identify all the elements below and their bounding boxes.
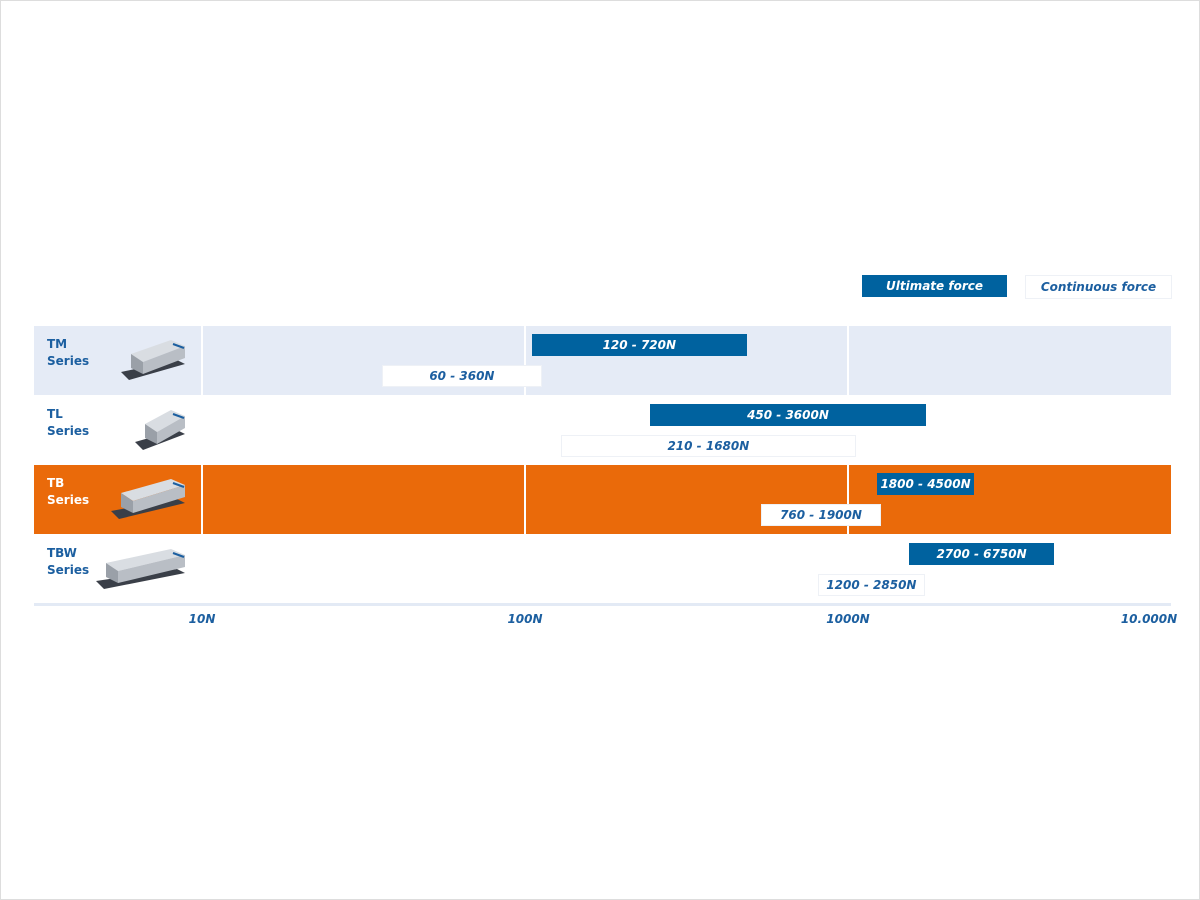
- continuous-force-bar-tm: 60 - 360N: [381, 365, 543, 387]
- legend-continuous-force: Continuous force: [1025, 275, 1172, 299]
- ultimate-force-bar-tl: 450 - 3600N: [650, 404, 926, 426]
- ultimate-force-bar-tm: 120 - 720N: [531, 334, 747, 356]
- product-image: [109, 473, 189, 529]
- x-axis-line: [34, 603, 1171, 606]
- gridline: [524, 465, 526, 534]
- continuous-force-bar-tl: 210 - 1680N: [560, 435, 857, 457]
- gridline: [201, 326, 203, 395]
- product-image: [94, 543, 189, 599]
- ultimate-force-bar-tbw: 2700 - 6750N: [909, 543, 1055, 565]
- x-tick-label: 10N: [188, 612, 216, 626]
- x-tick-label: 1000N: [826, 612, 870, 626]
- x-tick-label: 10.000N: [1120, 612, 1178, 626]
- product-image: [119, 334, 189, 390]
- legend-ultimate-force: Ultimate force: [862, 275, 1007, 297]
- ultimate-force-bar-tb: 1800 - 4500N: [877, 473, 974, 495]
- x-tick-label: 100N: [507, 612, 543, 626]
- gridline: [524, 326, 526, 395]
- product-image: [133, 404, 189, 460]
- continuous-force-bar-tbw: 1200 - 2850N: [817, 574, 925, 596]
- gridline: [847, 326, 849, 395]
- gridline: [201, 465, 203, 534]
- gridline: [847, 465, 849, 534]
- continuous-force-bar-tb: 760 - 1900N: [761, 504, 881, 526]
